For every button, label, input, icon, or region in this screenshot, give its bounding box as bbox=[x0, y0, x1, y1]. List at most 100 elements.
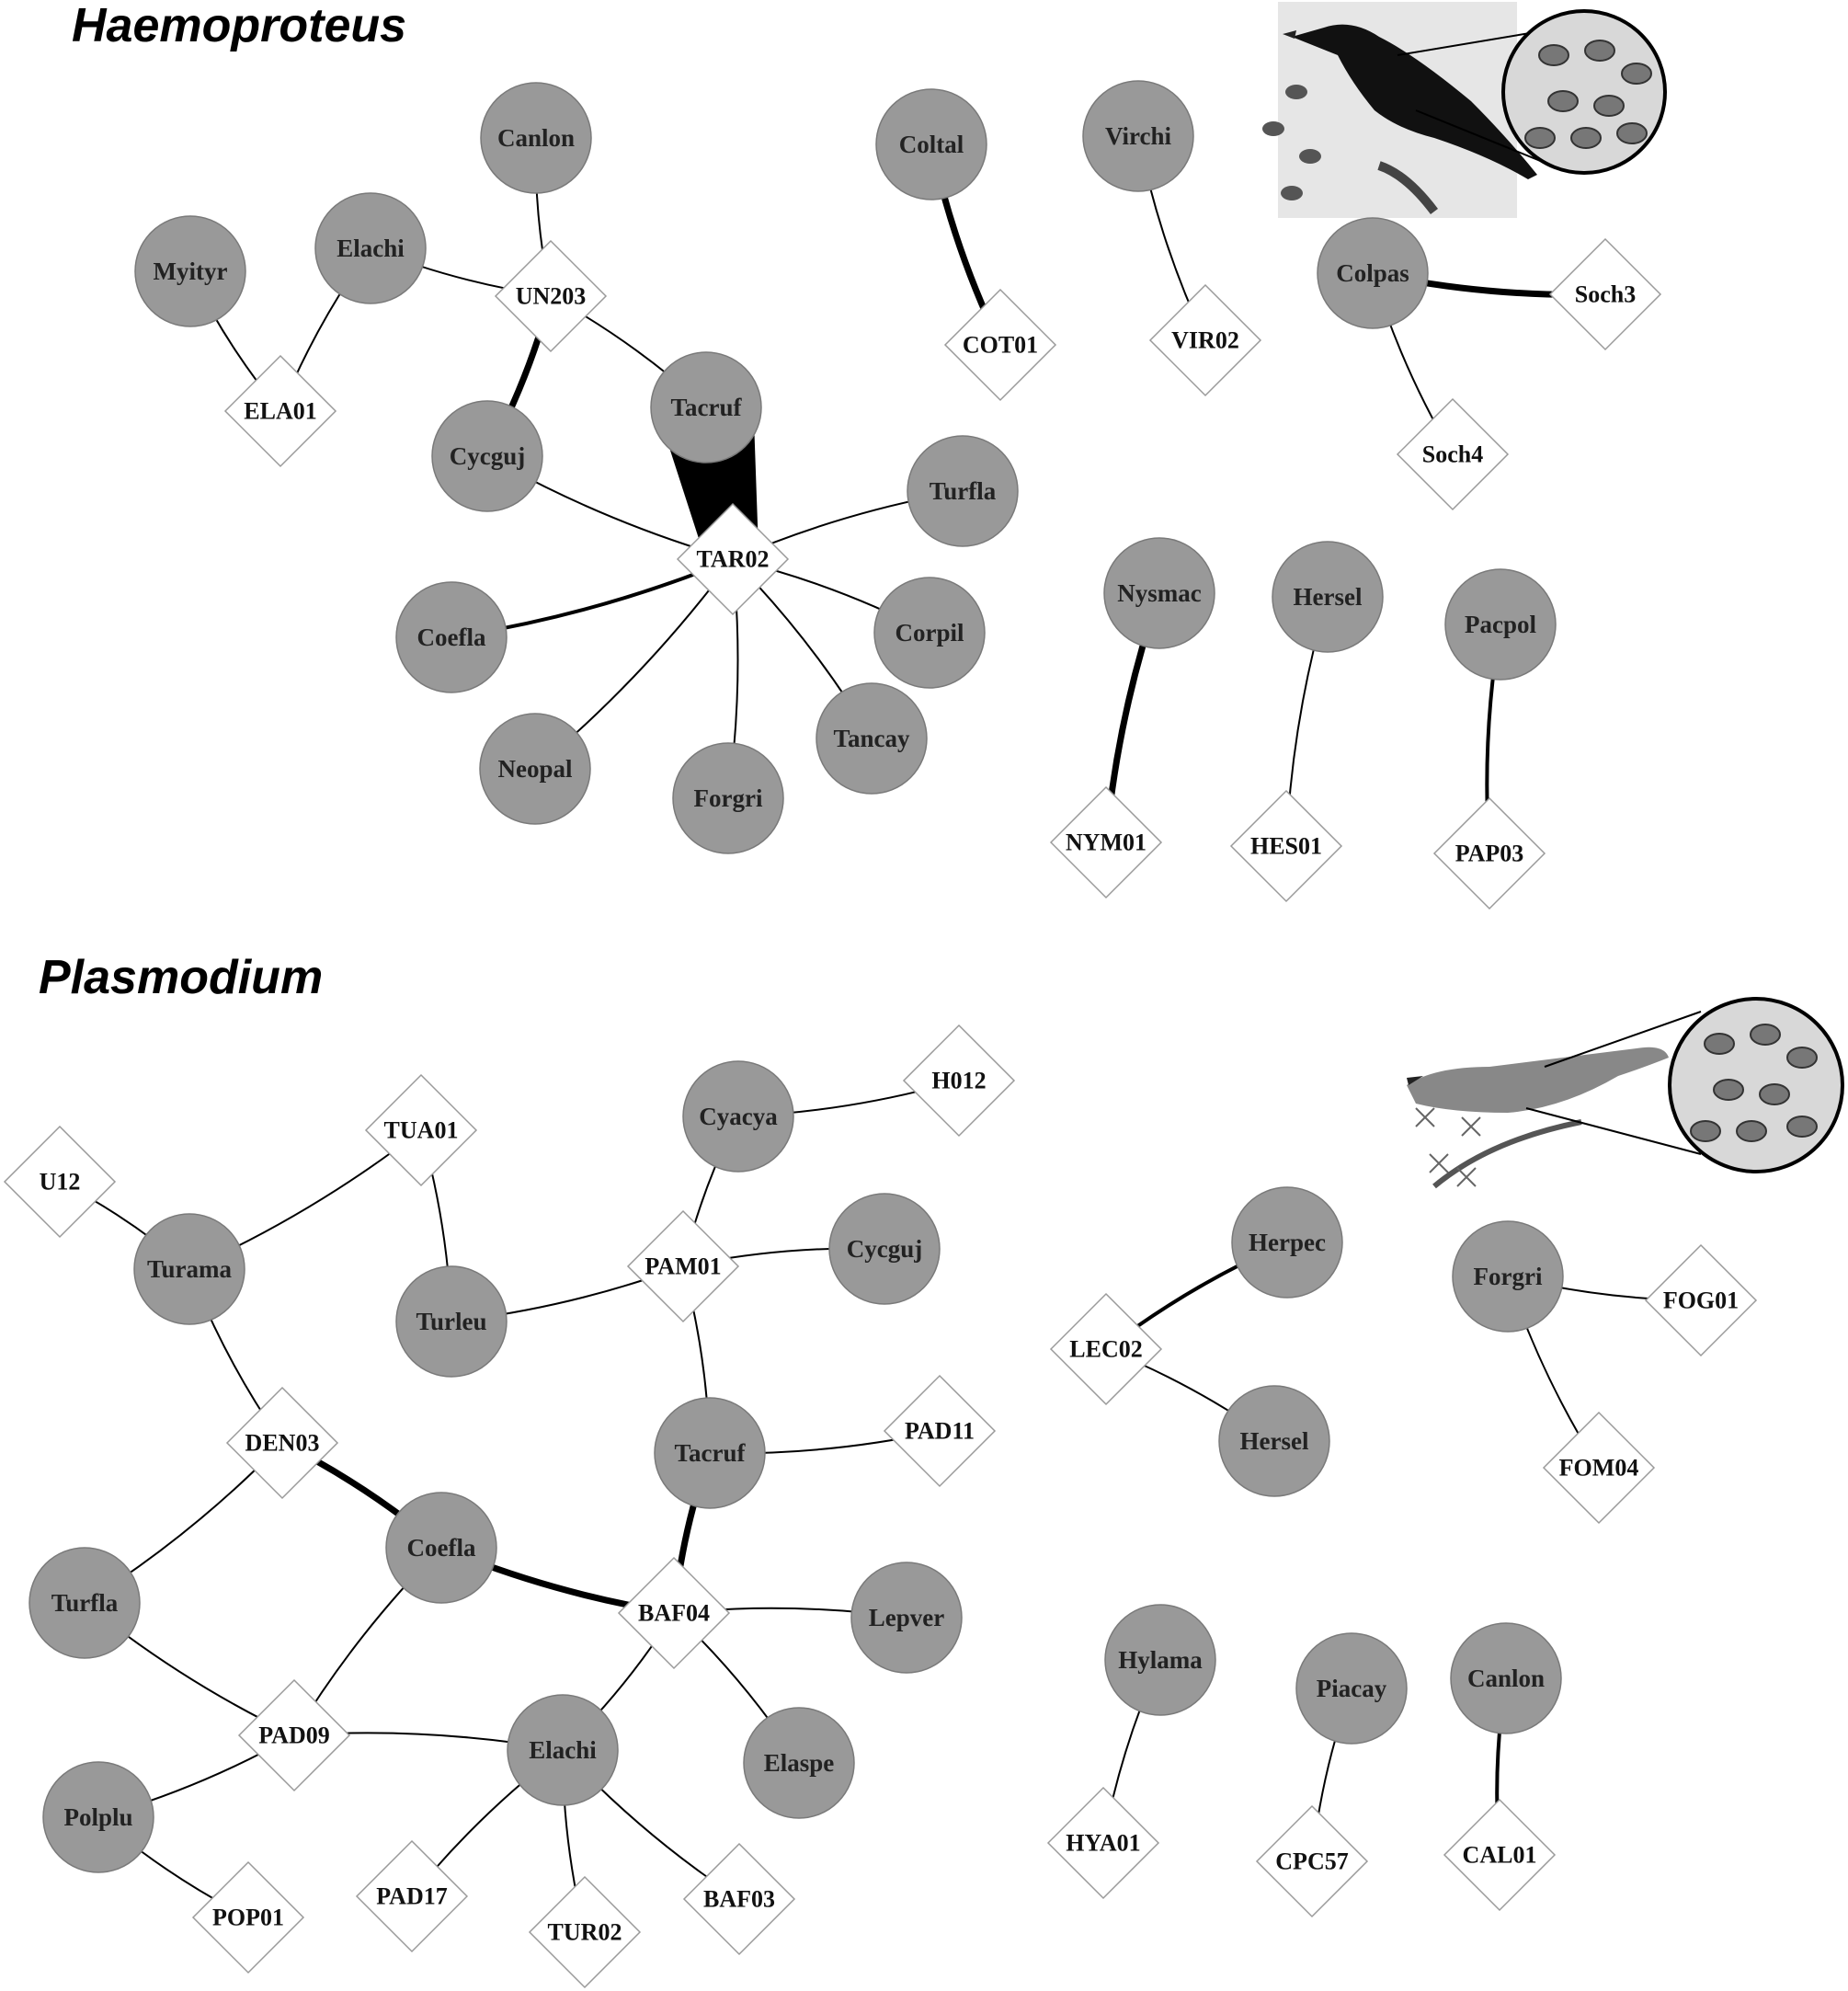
lineage-diamond bbox=[617, 1556, 731, 1670]
lineage-diamond bbox=[528, 1875, 642, 1989]
host-label: Turfla bbox=[930, 477, 997, 505]
lineage-label: FOG01 bbox=[1663, 1287, 1739, 1314]
lineage-node-plasmodium-pad11[interactable]: PAD11 bbox=[883, 1374, 997, 1488]
host-node-plasmodium-lepver[interactable]: Lepver bbox=[850, 1562, 963, 1674]
host-node-haemoproteus-forgri[interactable]: Forgri bbox=[672, 742, 784, 854]
lineage-node-plasmodium-pad17[interactable]: PAD17 bbox=[355, 1839, 469, 1953]
host-node-plasmodium-hersel[interactable]: Hersel bbox=[1218, 1385, 1330, 1497]
host-node-haemoproteus-coefla[interactable]: Coefla bbox=[395, 581, 508, 693]
host-node-haemoproteus-tancay[interactable]: Tancay bbox=[816, 682, 928, 795]
lineage-node-plasmodium-tur02[interactable]: TUR02 bbox=[528, 1875, 642, 1989]
lineage-node-haemoproteus-cot01[interactable]: COT01 bbox=[943, 288, 1057, 402]
lineage-diamond bbox=[676, 502, 790, 616]
host-node-plasmodium-tacruf[interactable]: Tacruf bbox=[654, 1397, 766, 1509]
host-node-plasmodium-piacay[interactable]: Piacay bbox=[1295, 1632, 1408, 1745]
host-node-haemoproteus-corpil[interactable]: Corpil bbox=[873, 577, 986, 689]
lineage-node-haemoproteus-vir02[interactable]: VIR02 bbox=[1148, 283, 1262, 397]
host-node-haemoproteus-colpas[interactable]: Colpas bbox=[1317, 217, 1429, 329]
lineage-node-plasmodium-pad09[interactable]: PAD09 bbox=[237, 1678, 351, 1792]
host-circle bbox=[1082, 80, 1194, 192]
lineage-node-haemoproteus-soch4[interactable]: Soch4 bbox=[1396, 397, 1510, 511]
host-node-plasmodium-turama[interactable]: Turama bbox=[133, 1213, 245, 1325]
lineage-node-plasmodium-h012[interactable]: H012 bbox=[902, 1024, 1016, 1138]
lineage-node-plasmodium-den03[interactable]: DEN03 bbox=[225, 1386, 339, 1500]
host-label: Elaspe bbox=[764, 1749, 835, 1777]
host-node-haemoproteus-pacpol[interactable]: Pacpol bbox=[1444, 568, 1557, 681]
lineage-node-plasmodium-cpc57[interactable]: CPC57 bbox=[1255, 1804, 1369, 1918]
host-circle bbox=[816, 682, 928, 795]
lineage-node-plasmodium-fom04[interactable]: FOM04 bbox=[1542, 1411, 1656, 1525]
host-node-plasmodium-turleu[interactable]: Turleu bbox=[395, 1265, 508, 1378]
host-node-haemoproteus-elachi[interactable]: Elachi bbox=[314, 192, 427, 304]
lineage-node-haemoproteus-ela01[interactable]: ELA01 bbox=[223, 354, 337, 468]
host-circle bbox=[1218, 1385, 1330, 1497]
lineage-node-haemoproteus-pap03[interactable]: PAP03 bbox=[1432, 796, 1546, 910]
host-node-plasmodium-turfla[interactable]: Turfla bbox=[29, 1547, 141, 1659]
lineage-diamond bbox=[1644, 1243, 1758, 1357]
lineage-label: U12 bbox=[40, 1169, 81, 1196]
host-node-haemoproteus-myityr[interactable]: Myityr bbox=[134, 215, 246, 327]
host-node-plasmodium-canlon[interactable]: Canlon bbox=[1450, 1622, 1562, 1734]
lineage-label: PAM01 bbox=[645, 1253, 721, 1280]
host-label: Coefla bbox=[417, 624, 486, 651]
host-circle bbox=[1231, 1186, 1343, 1299]
lineage-node-haemoproteus-hes01[interactable]: HES01 bbox=[1229, 789, 1343, 903]
host-node-haemoproteus-virchi[interactable]: Virchi bbox=[1082, 80, 1194, 192]
lineage-node-plasmodium-u12[interactable]: U12 bbox=[3, 1125, 117, 1239]
host-circle bbox=[1272, 541, 1384, 653]
lineage-label: POP01 bbox=[212, 1905, 284, 1931]
lineage-node-haemoproteus-un203[interactable]: UN203 bbox=[494, 239, 608, 353]
host-node-plasmodium-hylama[interactable]: Hylama bbox=[1104, 1604, 1216, 1716]
lineage-node-plasmodium-baf03[interactable]: BAF03 bbox=[682, 1842, 796, 1956]
host-node-plasmodium-forgri[interactable]: Forgri bbox=[1452, 1220, 1564, 1333]
host-label: Coefla bbox=[407, 1534, 476, 1562]
host-label: Piacay bbox=[1317, 1675, 1387, 1702]
host-label: Virchi bbox=[1105, 122, 1171, 150]
lineage-node-plasmodium-fog01[interactable]: FOG01 bbox=[1644, 1243, 1758, 1357]
host-node-haemoproteus-coltal[interactable]: Coltal bbox=[875, 88, 987, 200]
host-node-haemoproteus-cycguj[interactable]: Cycguj bbox=[431, 400, 543, 512]
host-label: Tacruf bbox=[670, 394, 742, 421]
lineage-node-plasmodium-pam01[interactable]: PAM01 bbox=[626, 1209, 740, 1323]
host-node-plasmodium-polplu[interactable]: Polplu bbox=[42, 1761, 154, 1873]
host-label: Forgri bbox=[1474, 1263, 1543, 1290]
host-label: Neopal bbox=[498, 755, 573, 783]
lineage-node-plasmodium-cal01[interactable]: CAL01 bbox=[1443, 1798, 1557, 1912]
lineage-node-plasmodium-pop01[interactable]: POP01 bbox=[191, 1860, 305, 1974]
host-node-plasmodium-elachi[interactable]: Elachi bbox=[507, 1694, 619, 1806]
host-label: Hersel bbox=[1294, 583, 1363, 611]
lineage-diamond bbox=[1542, 1411, 1656, 1525]
host-node-plasmodium-elaspe[interactable]: Elaspe bbox=[743, 1707, 855, 1819]
host-node-haemoproteus-turfla[interactable]: Turfla bbox=[907, 435, 1019, 547]
host-node-haemoproteus-hersel[interactable]: Hersel bbox=[1272, 541, 1384, 653]
host-label: Polplu bbox=[63, 1803, 132, 1831]
host-label: Tacruf bbox=[674, 1439, 746, 1467]
lineage-node-plasmodium-baf04[interactable]: BAF04 bbox=[617, 1556, 731, 1670]
host-label: Cycguj bbox=[450, 442, 526, 470]
host-node-haemoproteus-tacruf[interactable]: Tacruf bbox=[650, 351, 762, 463]
lineage-diamond bbox=[1046, 1786, 1160, 1900]
host-node-haemoproteus-nysmac[interactable]: Nysmac bbox=[1103, 537, 1215, 649]
host-node-haemoproteus-canlon[interactable]: Canlon bbox=[480, 82, 592, 194]
host-label: Myityr bbox=[154, 257, 228, 285]
lineage-node-plasmodium-hya01[interactable]: HYA01 bbox=[1046, 1786, 1160, 1900]
lineage-node-plasmodium-lec02[interactable]: LEC02 bbox=[1049, 1292, 1163, 1406]
lineage-node-plasmodium-tua01[interactable]: TUA01 bbox=[364, 1073, 478, 1187]
host-node-plasmodium-herpec[interactable]: Herpec bbox=[1231, 1186, 1343, 1299]
lineage-label: TAR02 bbox=[697, 546, 770, 573]
lineage-node-haemoproteus-tar02[interactable]: TAR02 bbox=[676, 502, 790, 616]
host-circle bbox=[134, 215, 246, 327]
host-circle bbox=[1444, 568, 1557, 681]
lineage-label: PAD17 bbox=[376, 1883, 448, 1910]
host-node-haemoproteus-neopal[interactable]: Neopal bbox=[479, 713, 591, 825]
lineage-diamond bbox=[1049, 1292, 1163, 1406]
lineage-label: HYA01 bbox=[1066, 1830, 1140, 1857]
host-node-plasmodium-coefla[interactable]: Coefla bbox=[385, 1492, 497, 1604]
lineage-node-haemoproteus-soch3[interactable]: Soch3 bbox=[1548, 237, 1662, 351]
host-node-plasmodium-cycguj[interactable]: Cycguj bbox=[828, 1193, 941, 1305]
lineage-label: PAD11 bbox=[905, 1418, 975, 1445]
lineage-node-haemoproteus-nym01[interactable]: NYM01 bbox=[1049, 785, 1163, 899]
host-node-plasmodium-cyacya[interactable]: Cyacya bbox=[682, 1060, 794, 1173]
lineage-label: ELA01 bbox=[244, 398, 316, 425]
host-circle bbox=[1295, 1632, 1408, 1745]
